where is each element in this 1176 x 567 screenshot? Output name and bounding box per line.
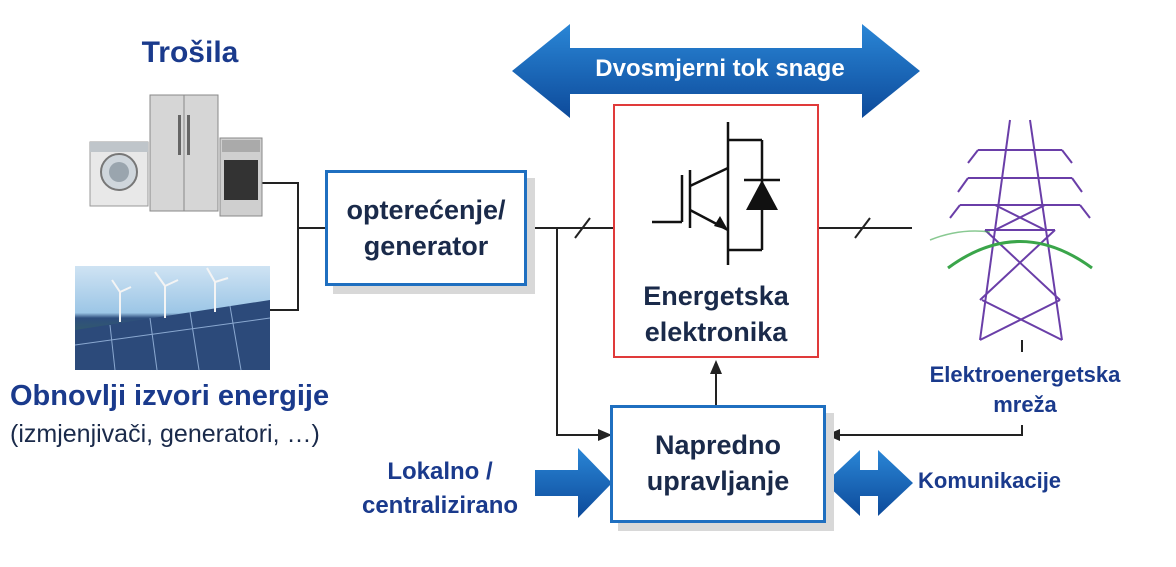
power-electronics-box (613, 104, 819, 358)
measure-line-left (556, 228, 600, 436)
advanced-control-line1: Napredno (654, 430, 781, 460)
advanced-control-line2: upravljanje (646, 466, 790, 496)
grid-label-line1: Elektroenergetska (929, 362, 1121, 387)
igbt-emitter-arrow (714, 216, 728, 230)
grid-label: Elektroenergetska mreža (900, 360, 1150, 420)
renewables-subtitle: (izmjenjivači, generatori, …) (10, 420, 320, 448)
communications-arrow (825, 450, 913, 516)
local-line1: Lokalno / (387, 458, 493, 485)
diode-triangle (746, 180, 778, 210)
grid-wave-2 (929, 230, 991, 241)
renewables-title: Obnovlji izvori energije (10, 380, 330, 412)
communications-label: Komunikacije (918, 468, 1062, 493)
load-generator-box: opterećenje/ generator (325, 170, 527, 286)
power-electronics-line2: elektronika (644, 317, 788, 347)
grid-label-line2: mreža (993, 392, 1057, 417)
load-generator-line1: opterećenje/ (346, 195, 506, 225)
power-electronics-label: Energetska elektronika (613, 278, 819, 350)
renewables-illustration (74, 266, 271, 371)
grid-wave (947, 240, 1093, 270)
bus-slash-right (854, 217, 871, 239)
power-flow-label: Dvosmjerni tok snage (595, 55, 845, 82)
advanced-control-box: Napredno upravljanje (610, 405, 826, 523)
loads-connector-line (262, 182, 325, 311)
bus-slash-left (574, 217, 591, 239)
grid-measure-arrow (826, 429, 840, 441)
power-electronics-line1: Energetska (643, 281, 789, 311)
local-centralized-label: Lokalno / centralizirano (335, 455, 545, 523)
measure-arrow-left (598, 429, 612, 441)
appliances-illustration (89, 94, 263, 217)
local-input-arrow (535, 448, 612, 518)
local-line2: centralizirano (361, 492, 519, 519)
transmission-tower (949, 119, 1091, 341)
grid-measure-line (838, 425, 1023, 436)
power-flow-arrow (512, 24, 920, 118)
load-generator-line2: generator (363, 231, 489, 261)
control-to-electronics-arrow (710, 360, 722, 374)
loads-title: Trošila (141, 36, 239, 69)
